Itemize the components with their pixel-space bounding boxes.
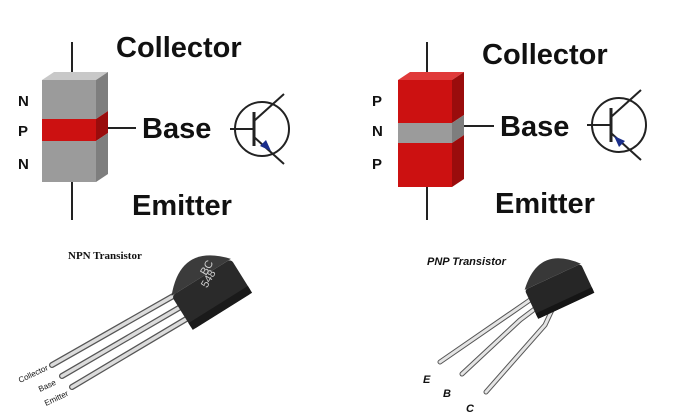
npn-side-emitter xyxy=(96,133,108,182)
npn-layer-top: N xyxy=(18,93,29,110)
npn-emitter-label: Emitter xyxy=(132,190,232,222)
pnp-layer-middle: N xyxy=(372,123,383,140)
pnp-collector-label: Collector xyxy=(482,39,608,71)
pnp-leads xyxy=(437,297,555,395)
pnp-side-base xyxy=(452,115,464,143)
pnp-emitter-arrow xyxy=(614,136,625,147)
npn-layer-middle: P xyxy=(18,123,28,140)
pnp-schematic-symbol xyxy=(587,89,647,161)
npn-collector-layer xyxy=(42,80,96,119)
pnp-base-label: Base xyxy=(500,111,569,143)
pnp-pin-b: B xyxy=(443,388,451,400)
npn-schematic-symbol xyxy=(230,93,290,165)
npn-package xyxy=(171,255,253,330)
pnp-pin-c: C xyxy=(466,403,475,415)
npn-pin-base: Base xyxy=(37,378,58,394)
npn-block-top xyxy=(42,72,108,80)
npn-base-layer xyxy=(42,119,96,141)
pnp-block-diagram: P N P Collector Base Emitter xyxy=(372,39,608,220)
npn-layer-bottom: N xyxy=(18,156,29,173)
npn-collector-label: Collector xyxy=(116,32,242,64)
pnp-photo: PNP Transistor E B C xyxy=(423,256,595,415)
pnp-base-layer xyxy=(398,123,452,143)
npn-photo: NPN Transistor BC 548 Collector Base Emi… xyxy=(17,250,253,408)
pnp-block-top xyxy=(398,72,464,80)
npn-photo-caption: NPN Transistor xyxy=(68,250,142,262)
pnp-layer-bottom: P xyxy=(372,156,382,173)
pnp-collector-layer xyxy=(398,80,452,123)
pnp-layer-top: P xyxy=(372,93,382,110)
pnp-pin-e: E xyxy=(423,374,431,386)
npn-leads xyxy=(49,292,196,390)
npn-side-base xyxy=(96,111,108,141)
npn-side-collector xyxy=(96,72,108,119)
pnp-package xyxy=(524,258,595,319)
pnp-emitter-label: Emitter xyxy=(495,188,595,220)
npn-pin-emitter: Emitter xyxy=(43,389,70,408)
npn-emitter-arrow xyxy=(260,140,271,151)
npn-base-label: Base xyxy=(142,113,211,145)
pnp-photo-caption: PNP Transistor xyxy=(427,256,507,268)
pnp-emitter-layer xyxy=(398,143,452,187)
pnp-side-collector xyxy=(452,72,464,123)
pnp-side-emitter xyxy=(452,135,464,187)
npn-block-diagram: N P N Collector Base Emitter xyxy=(18,32,242,222)
npn-emitter-layer xyxy=(42,141,96,182)
